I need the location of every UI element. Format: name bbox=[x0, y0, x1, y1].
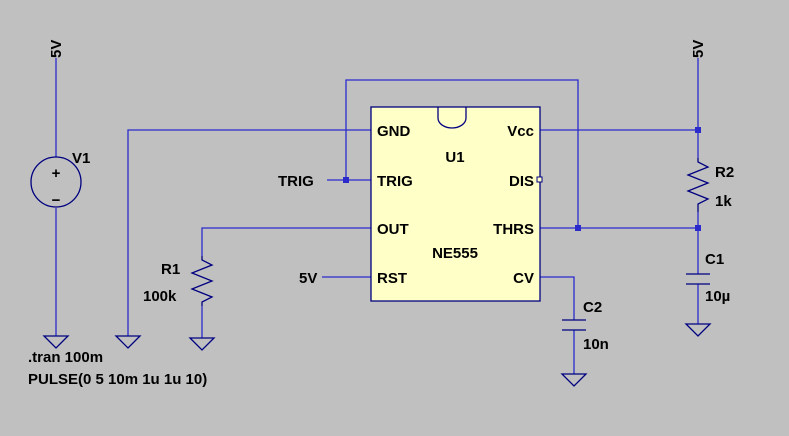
resistor-r1[interactable] bbox=[190, 256, 214, 306]
c2-name: C2 bbox=[583, 299, 602, 316]
ground-icon bbox=[188, 337, 216, 351]
ground-icon bbox=[560, 373, 588, 387]
wires bbox=[55, 58, 699, 374]
r1-name: R1 bbox=[161, 261, 180, 278]
pin-thrs: THRS bbox=[493, 221, 534, 238]
trig-net-label: TRIG bbox=[278, 173, 314, 190]
supply2-label: 5V bbox=[690, 40, 707, 58]
minus-sign: − bbox=[52, 192, 61, 209]
tran-directive[interactable]: .tran 100m bbox=[28, 349, 103, 366]
junction-dots bbox=[343, 127, 701, 231]
ic-u1[interactable] bbox=[370, 106, 543, 302]
pin-dis: DIS bbox=[509, 173, 534, 190]
r1-value: 100k bbox=[143, 288, 177, 305]
pin-vcc: Vcc bbox=[507, 123, 534, 140]
plus-sign: + bbox=[52, 165, 61, 182]
voltage-source-v1[interactable]: + − bbox=[30, 156, 82, 209]
ic-model: NE555 bbox=[432, 245, 478, 262]
pulse-directive[interactable]: PULSE(0 5 10m 1u 1u 10) bbox=[28, 371, 207, 388]
resistor-r2[interactable] bbox=[686, 158, 710, 212]
ground-icon bbox=[684, 323, 712, 337]
ground-icon bbox=[114, 335, 142, 349]
pin-rst: RST bbox=[377, 270, 407, 287]
v1-supply-label: 5V bbox=[48, 40, 65, 58]
v1-name: V1 bbox=[72, 150, 90, 167]
c1-value: 10µ bbox=[705, 288, 730, 305]
r2-value: 1k bbox=[715, 193, 732, 210]
pin-cv: CV bbox=[513, 270, 534, 287]
ground-icon bbox=[42, 335, 70, 349]
pin-out: OUT bbox=[377, 221, 409, 238]
pin-gnd: GND bbox=[377, 123, 411, 140]
c2-value: 10n bbox=[583, 336, 609, 353]
r2-name: R2 bbox=[715, 164, 734, 181]
ic-name: U1 bbox=[445, 149, 464, 166]
capacitor-c1[interactable] bbox=[686, 273, 710, 285]
pin-trig: TRIG bbox=[377, 173, 413, 190]
c1-name: C1 bbox=[705, 251, 724, 268]
rst-net-label: 5V bbox=[299, 270, 317, 287]
capacitor-c2[interactable] bbox=[562, 319, 586, 331]
